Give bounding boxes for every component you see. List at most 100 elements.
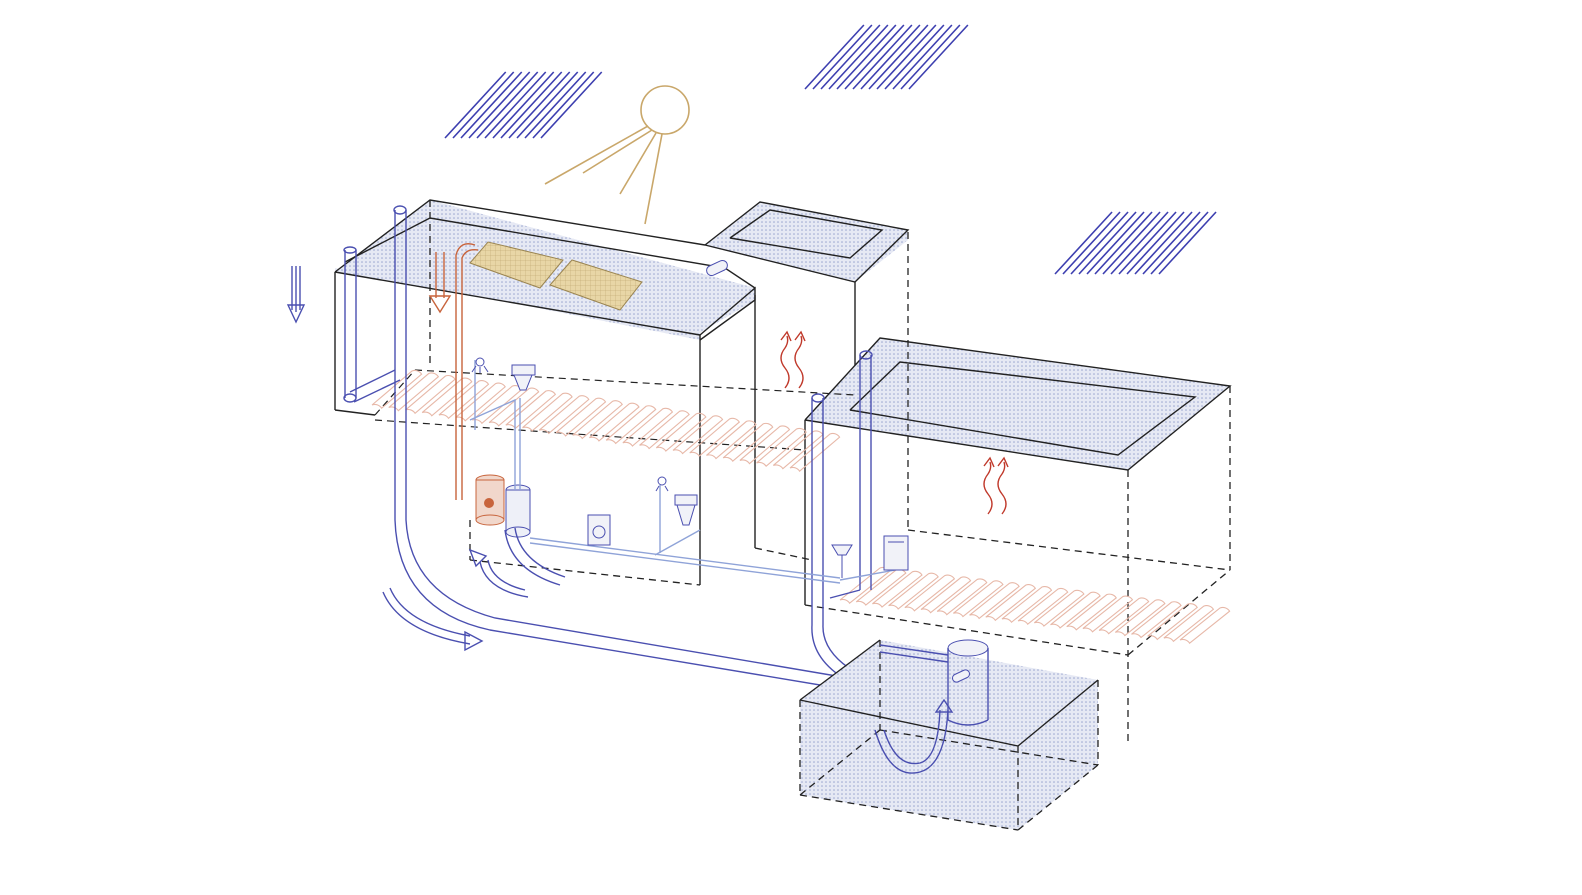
underfloor-heating-coil-right [839,566,1231,645]
rain-stroke [868,24,929,90]
rain-stroke [908,24,969,90]
downpipe-tower [829,350,873,599]
sink-icon [831,544,853,578]
distribution-pipes [469,360,896,584]
rain-stroke [884,24,945,90]
coil-loop [405,375,456,415]
downpipe-right [811,393,856,683]
coil-loop [855,568,907,606]
hot-water-pipe [455,243,479,500]
heat-wave [794,335,804,389]
coil-loop [1163,605,1215,643]
rain-stroke [876,24,937,90]
rain-stroke [892,24,953,90]
coil-loop [639,410,690,450]
rain-stroke [900,24,961,90]
sun-icon [544,85,690,225]
boiler-unit [883,535,909,571]
coil-loop [438,380,490,420]
rain-stroke [1118,211,1177,275]
coil-loop [1147,603,1198,641]
coil-loop [421,377,473,417]
coil-loop [538,395,590,435]
rain-stroke [1070,211,1129,275]
rain-stroke [508,71,571,139]
rain-cloud-center [804,24,969,90]
coil-loop [985,584,1037,622]
rain-stroke [1086,211,1145,275]
coil-loop [622,407,674,447]
cistern-filter [879,639,989,726]
shower-icon-2 [655,476,669,492]
hot-arrow-down [428,252,452,314]
building-middle [704,201,910,561]
coil-loop [1001,586,1053,624]
coil-loop [904,574,956,612]
coil-loop [920,576,972,614]
rain-stroke [1078,211,1137,275]
coil-loop [1131,601,1182,639]
rain-stroke [460,71,523,139]
flow-arrow-down [286,266,306,324]
coil-loop [888,572,939,610]
rain-stroke [836,24,897,90]
flow-arrow-return [468,548,529,598]
coil-loop [1114,599,1166,637]
shower-icon [471,357,489,373]
rain-stroke [452,71,515,139]
heat-wave-tip [780,330,792,342]
rain-stroke [828,24,889,90]
coil-loop [572,400,623,440]
rain-stroke [444,71,507,139]
solar-panel-right [549,259,643,311]
solar-panel-left [469,241,564,289]
coil-loop [1066,593,1117,631]
flow-arrow-cistern [874,698,954,774]
rain-stroke [1110,211,1169,275]
rain-stroke [852,24,913,90]
rain-stroke [1134,211,1193,275]
downpipe-left [343,246,401,403]
rain-stroke [844,24,905,90]
rain-stroke [1126,211,1185,275]
heat-wave [983,461,993,515]
rain-stroke [540,71,603,139]
heat-wave-tip [983,456,995,468]
rain-stroke [476,71,539,139]
rain-stroke [1158,211,1217,275]
filter-tank [505,484,531,538]
coil-loop [1082,595,1134,633]
heat-wave-tip [794,330,806,342]
heat-wave-icon-right [983,456,1009,515]
rain-stroke [1094,211,1153,275]
coil-loop [655,412,707,452]
coil-loop [589,402,640,442]
coil-loop [388,372,440,412]
rain-stroke [532,71,595,139]
coil-loop [756,427,807,467]
coil-loop [371,369,423,410]
washing-machine-icon [587,514,611,546]
coil-loop [1098,597,1150,635]
coil-loop [872,570,923,608]
rain-stroke [524,71,587,139]
rain-stroke [500,71,563,139]
coil-loop [722,422,774,462]
rain-stroke [1062,211,1121,275]
rain-stroke [1102,211,1161,275]
rain-stroke [492,71,555,139]
rain-stroke [1054,211,1113,275]
pipe-fitting-icon [706,259,728,277]
rain-stroke [812,24,873,90]
flow-arrow-tube-bend [504,527,566,586]
heat-wave-icon [780,330,806,389]
coil-loop [739,425,791,465]
rain-stroke [1150,211,1209,275]
coil-loop [1017,587,1069,625]
heat-wave-tip [997,456,1009,468]
coil-loop [672,415,724,455]
coil-loop [1033,589,1085,627]
downpipe-main [393,205,869,695]
coil-loop [969,582,1020,620]
rain-stroke [468,71,531,139]
